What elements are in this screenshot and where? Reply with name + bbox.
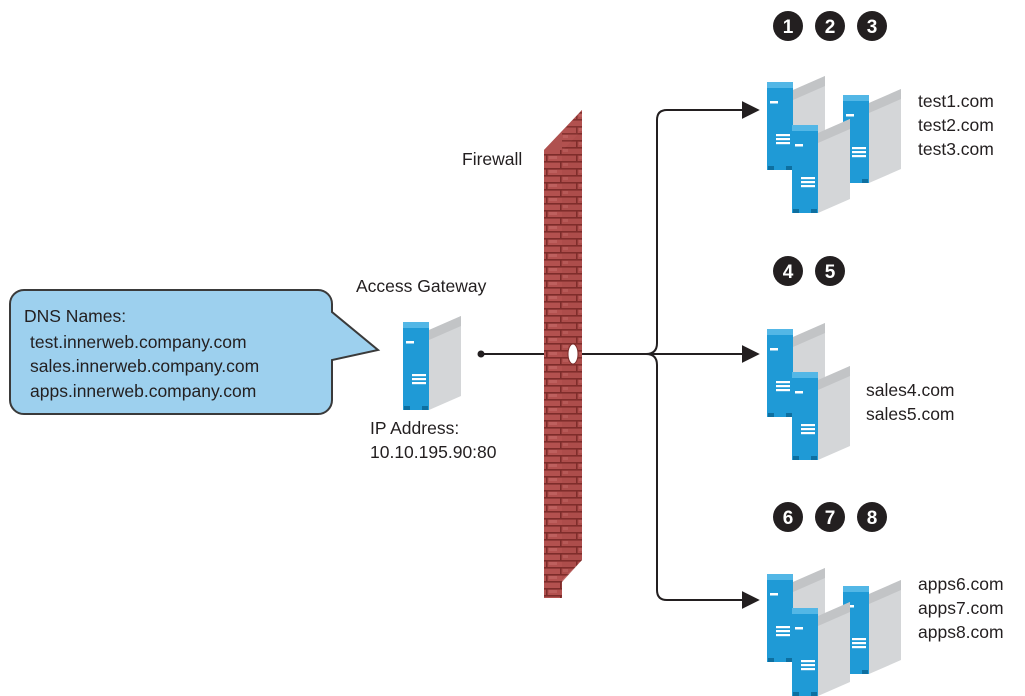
firewall-label: Firewall [462,149,522,169]
badge-row-3: 6 7 8 [773,502,887,532]
badge-6: 6 [783,508,794,529]
dns-name-apps: apps.innerweb.company.com [30,381,256,401]
badge-8: 8 [867,508,878,529]
dns-name-sales: sales.innerweb.company.com [30,356,259,376]
site-apps6: apps6.com [918,574,1004,594]
badge-row-2: 4 5 [773,256,845,286]
badge-3: 3 [867,17,878,38]
gateway-server-icon [403,316,461,410]
site-test1: test1.com [918,91,994,111]
connection-lines [477,101,760,609]
server-group-2: 4 5 sales4.com sales5.com [767,256,955,460]
badge-7: 7 [825,508,836,529]
badge-5: 5 [825,262,836,283]
gateway-ip-label: IP Address: [370,418,459,438]
site-test3: test3.com [918,139,994,159]
dns-heading: DNS Names: [24,306,126,326]
firewall-wall [544,110,582,598]
server-tower-icon [792,119,850,213]
server-tower-icon [843,89,901,183]
badge-row-1: 1 2 3 [773,11,887,41]
dns-name-test: test.innerweb.company.com [30,332,247,352]
gateway-ip-value: 10.10.195.90:80 [370,442,497,462]
server-group-1: 1 2 3 test1.com test2.com test3.com [767,11,994,213]
site-apps7: apps7.com [918,598,1004,618]
site-test2: test2.com [918,115,994,135]
site-sales4: sales4.com [866,380,955,400]
server-tower-icon [792,366,850,460]
badge-1: 1 [783,17,794,38]
server-group-3: 6 7 8 apps6.com apps7.com apps8.com [767,502,1004,696]
server-tower-icon [843,580,901,674]
gateway-title: Access Gateway [356,276,487,296]
dns-callout: DNS Names: test.innerweb.company.com sal… [9,289,381,415]
site-sales5: sales5.com [866,404,955,424]
badge-4: 4 [783,262,794,283]
site-apps8: apps8.com [918,622,1004,642]
badge-2: 2 [825,17,836,38]
server-tower-icon [792,602,850,696]
